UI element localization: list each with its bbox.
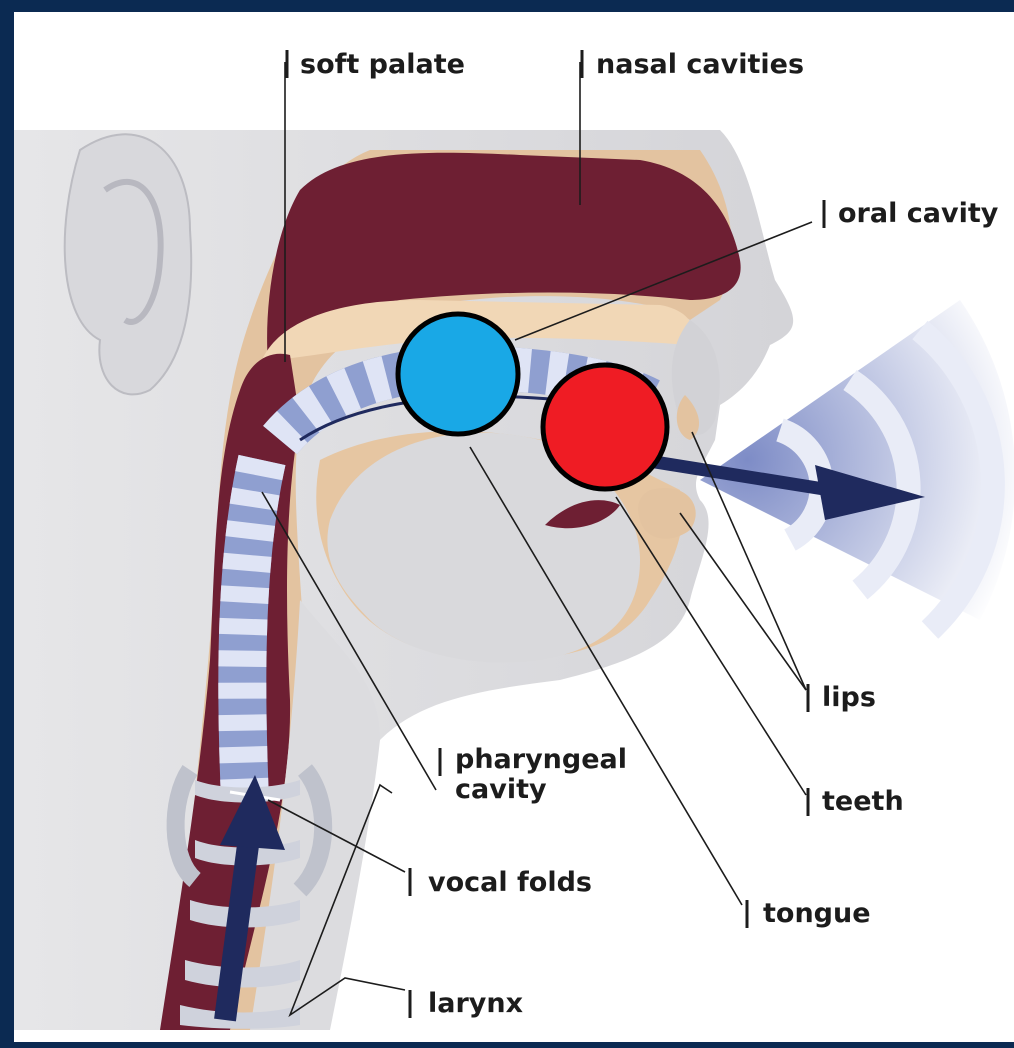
larynx-label: larynx <box>428 988 523 1019</box>
tongue-label: tongue <box>763 898 871 929</box>
label-oral-cavity: oral cavity <box>824 198 999 229</box>
label-larynx: larynx <box>410 988 523 1019</box>
label-lips: lips <box>808 682 876 713</box>
label-pharyngeal-cavity: pharyngeal cavity <box>440 744 627 805</box>
label-teeth: teeth <box>808 786 904 817</box>
vocal-folds-label: vocal folds <box>428 867 592 898</box>
pharyngeal-label-line1: pharyngeal <box>455 744 627 775</box>
teeth-label: teeth <box>822 786 904 817</box>
pharyngeal-label-line2: cavity <box>455 774 547 805</box>
label-soft-palate: soft palate <box>287 49 465 80</box>
label-vocal-folds: vocal folds <box>410 867 592 898</box>
soft-palate-label: soft palate <box>300 49 465 80</box>
red-marker-circle <box>543 365 667 489</box>
nasal-cavities-label: nasal cavities <box>596 49 804 80</box>
label-tongue: tongue <box>747 898 871 929</box>
lips-label: lips <box>822 682 876 713</box>
label-nasal-cavities: nasal cavities <box>582 49 804 80</box>
blue-marker-circle <box>398 314 518 434</box>
lower-lip <box>638 488 696 539</box>
oral-cavity-label: oral cavity <box>838 198 999 229</box>
